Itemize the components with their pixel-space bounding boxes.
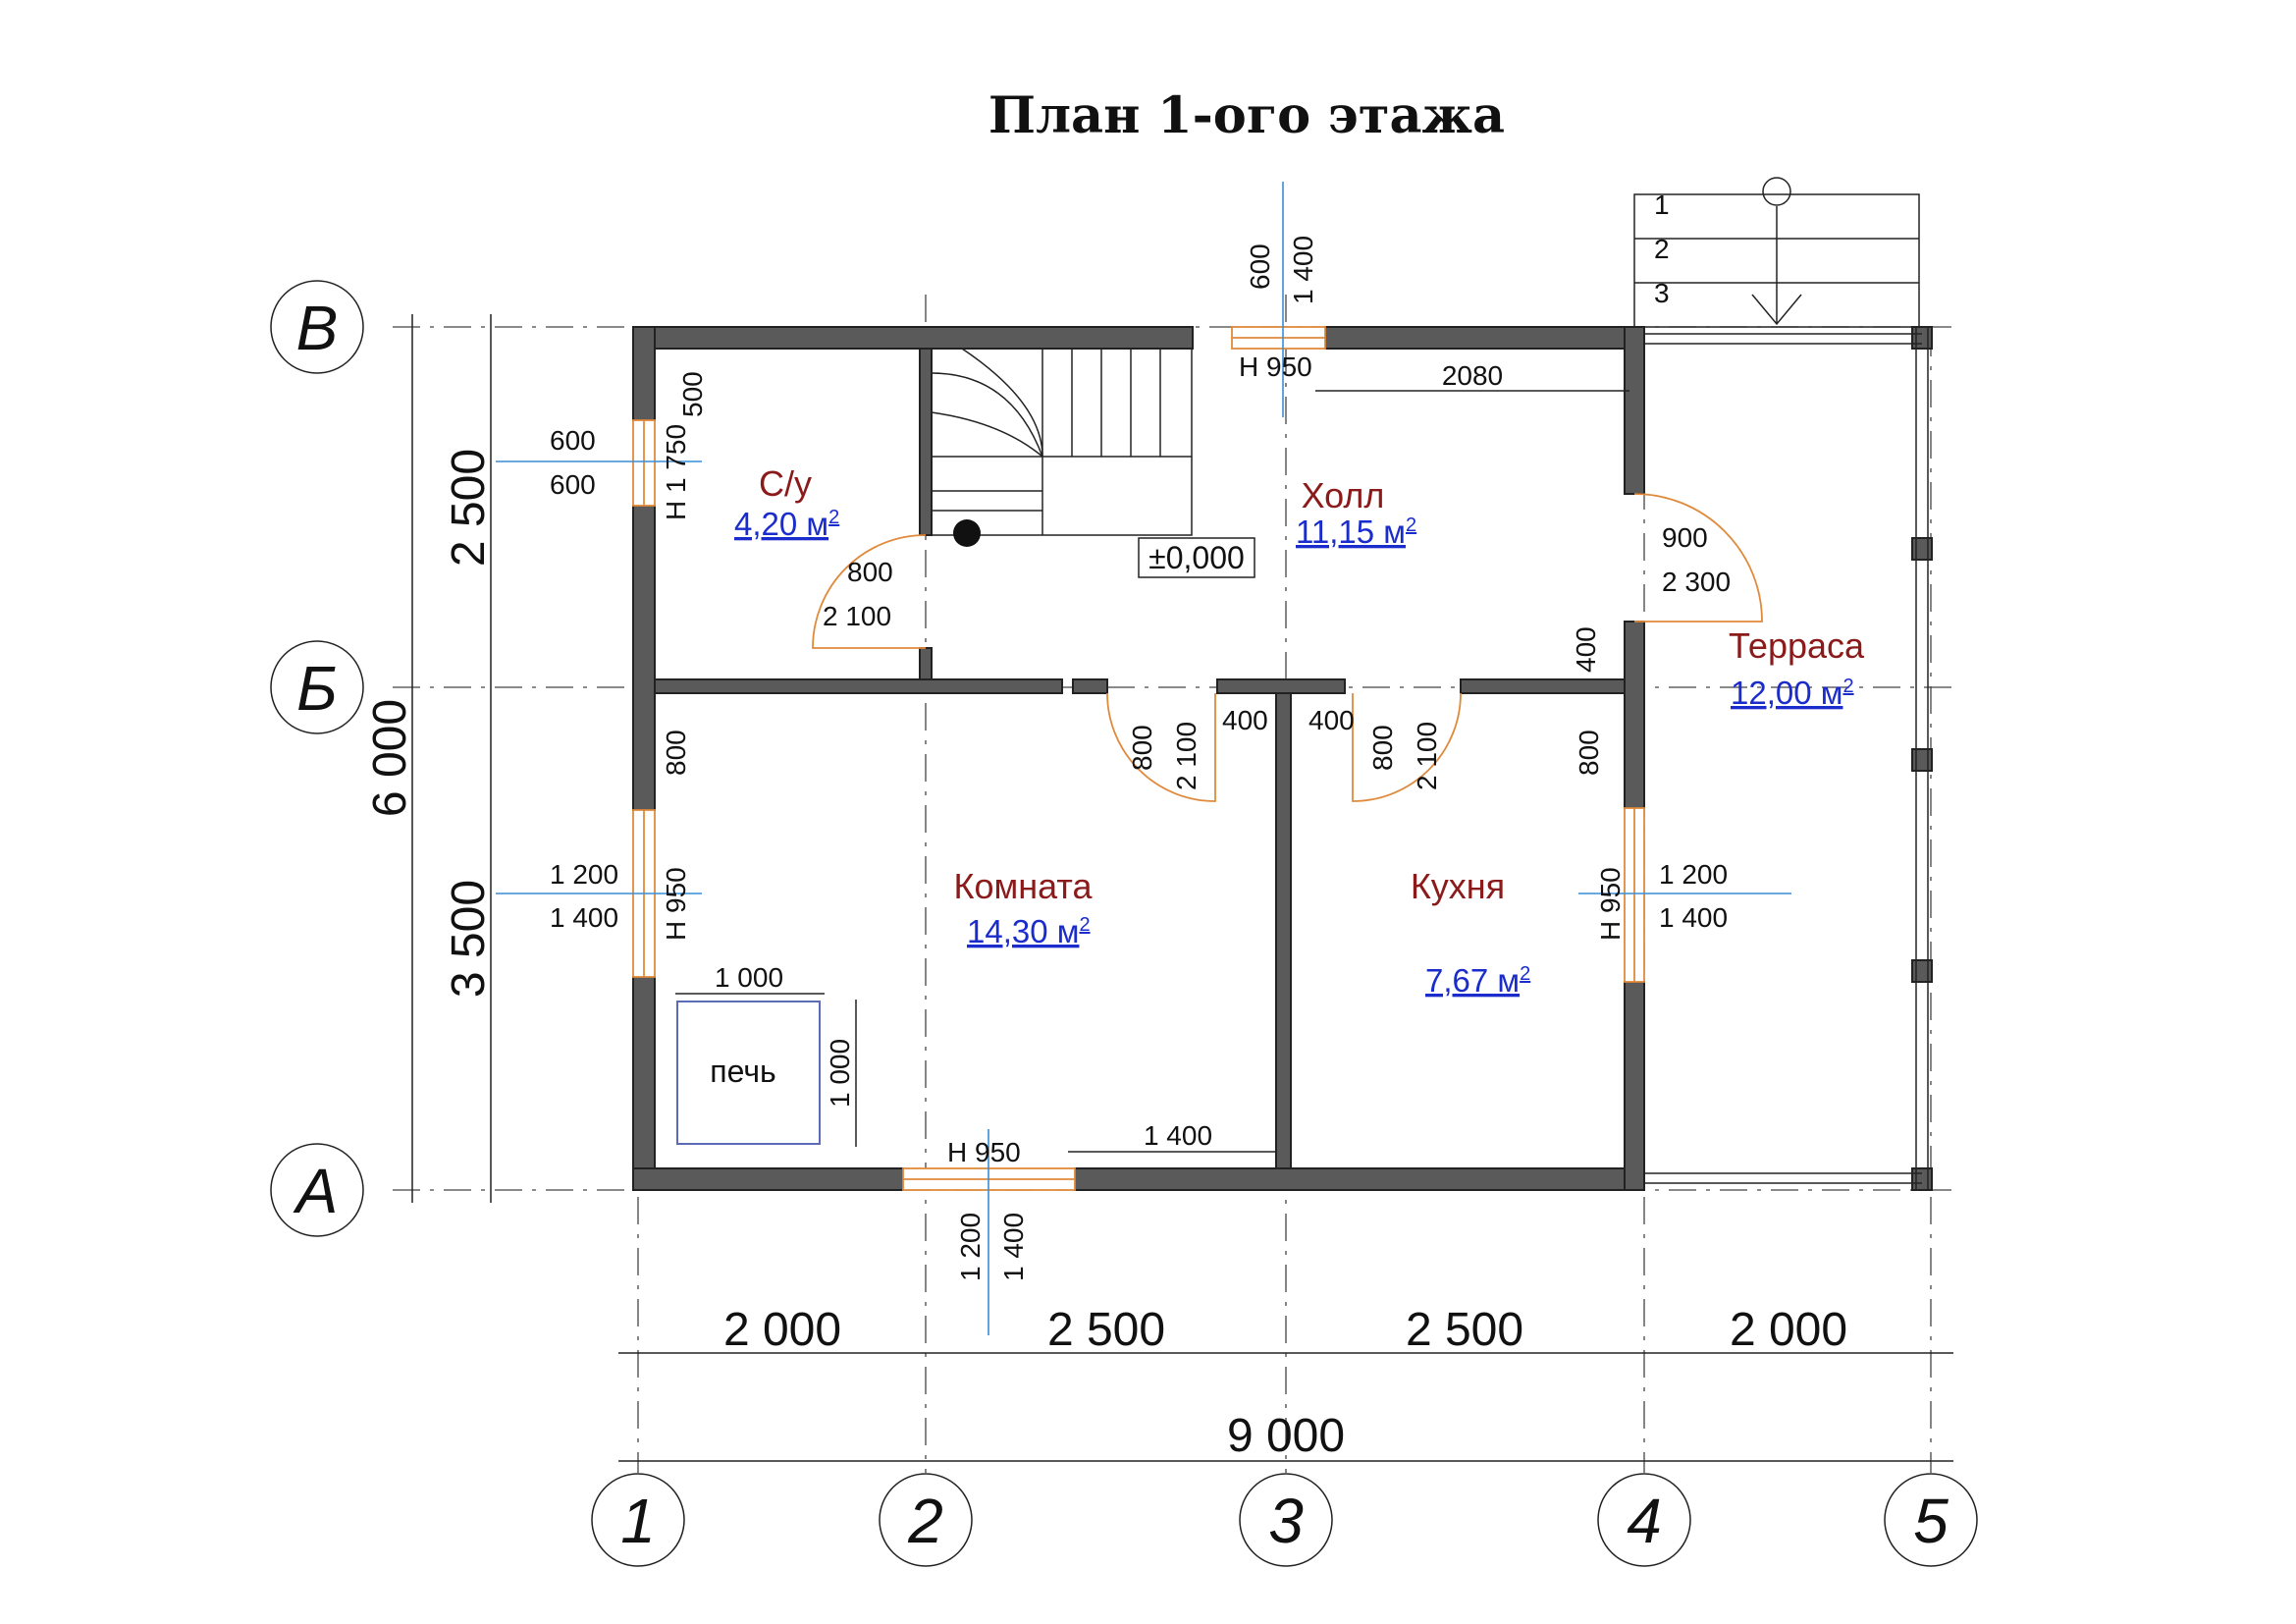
dim-label: 400 (1222, 705, 1268, 735)
dim-label: 6 000 (364, 699, 416, 817)
dim-label: 3 500 (443, 880, 495, 998)
dim-label: 400 (1571, 626, 1601, 673)
room-area: 12,00 м2 (1731, 675, 1854, 711)
dim-label: 800 (1367, 725, 1398, 771)
dim-label: 1 200 (1659, 859, 1728, 890)
section-lines (496, 182, 1791, 1335)
dim-label: 800 (661, 730, 691, 776)
interior-stair (931, 348, 1193, 547)
room-area: 11,15 м2 (1296, 514, 1416, 550)
dim-label: 600 (1245, 244, 1275, 290)
level-mark-text: ±0,000 (1148, 540, 1245, 575)
opening-labels: 600 1 400 Н 950 2080 600 600 Н 1 750 500… (550, 236, 1731, 1281)
room-area: 14,30 м2 (967, 913, 1091, 949)
room-name: С/у (759, 463, 812, 504)
plan-title: План 1-ого этажа (988, 86, 1505, 145)
dim-label: 800 (1574, 730, 1604, 776)
dim-label: 2 500 (443, 449, 495, 567)
dim-label: 1 000 (825, 1039, 855, 1108)
dim-label: 800 (1127, 725, 1157, 771)
dim-label: 1 000 (715, 962, 783, 993)
left-dimension-chain: 2 500 3 500 6 000 (364, 314, 495, 1203)
room-name: Холл (1302, 475, 1385, 515)
entrance-stairs: 1 2 3 (1633, 177, 1920, 328)
axis-label: 4 (1627, 1486, 1662, 1556)
axis-label: 3 (1268, 1486, 1304, 1556)
dim-label: 1 200 (955, 1213, 986, 1281)
stair-number: 3 (1654, 278, 1670, 308)
room-name: Терраса (1729, 625, 1865, 666)
dim-label: 1 400 (550, 902, 618, 933)
dim-label: Н 950 (1595, 867, 1626, 941)
dim-label: 9 000 (1227, 1410, 1345, 1462)
dim-label: 1 400 (1288, 236, 1318, 304)
stair-number: 1 (1654, 189, 1670, 220)
dim-label: 800 (847, 557, 893, 587)
axis-label: 5 (1913, 1486, 1949, 1556)
stove: печь (676, 1001, 821, 1145)
room-area: 7,67 м2 (1425, 962, 1530, 999)
dim-label: 600 (550, 469, 596, 500)
dim-label: 900 (1662, 522, 1708, 553)
dim-label: 500 (677, 371, 708, 417)
axis-label: А (293, 1156, 339, 1226)
dim-label: 2080 (1442, 360, 1503, 391)
dim-label: 1 400 (1144, 1120, 1212, 1151)
axis-label: 2 (907, 1486, 943, 1556)
stair-post (953, 519, 981, 547)
stove-label: печь (710, 1054, 775, 1089)
dim-label: 2 500 (1406, 1304, 1523, 1356)
dim-label: 600 (550, 425, 596, 456)
axis-label: Б (296, 653, 338, 724)
dim-label: Н 950 (661, 867, 691, 941)
axis-label: 1 (620, 1486, 656, 1556)
room-name: Кухня (1411, 866, 1505, 906)
dim-label: Н 950 (947, 1137, 1021, 1167)
room-name: Комната (954, 866, 1094, 906)
stair-number: 2 (1654, 234, 1670, 264)
walls (632, 326, 1933, 1191)
dim-label: 1 400 (998, 1213, 1029, 1281)
dim-label: 2 300 (1662, 567, 1731, 597)
bottom-dimension-chain: 2 000 2 500 2 500 2 000 9 000 (618, 1304, 1953, 1462)
dim-label: 1 200 (550, 859, 618, 890)
dim-label: Н 1 750 (661, 424, 691, 520)
dim-label: 1 400 (1659, 902, 1728, 933)
windows (632, 326, 1645, 1191)
axis-label: В (296, 293, 339, 363)
dim-label: Н 950 (1239, 352, 1312, 382)
doors (812, 493, 1763, 802)
level-mark: ±0,000 (1138, 537, 1255, 578)
dim-label: 400 (1308, 705, 1355, 735)
dim-label: 2 100 (823, 601, 891, 631)
dim-label: 2 000 (1730, 1304, 1847, 1356)
dim-label: 2 100 (1412, 722, 1442, 790)
room-area: 4,20 м2 (734, 506, 839, 542)
column-axis-markers: 1 2 3 4 5 (591, 1473, 1978, 1567)
dim-label: 2 000 (723, 1304, 841, 1356)
terrace-railing (1644, 327, 1929, 1190)
row-axis-markers: В Б А (270, 280, 364, 1237)
dim-label: 2 100 (1171, 722, 1201, 790)
dim-label: 2 500 (1047, 1304, 1165, 1356)
room-labels: С/у 4,20 м2 Холл 11,15 м2 Терраса 12,00 … (734, 463, 1865, 999)
